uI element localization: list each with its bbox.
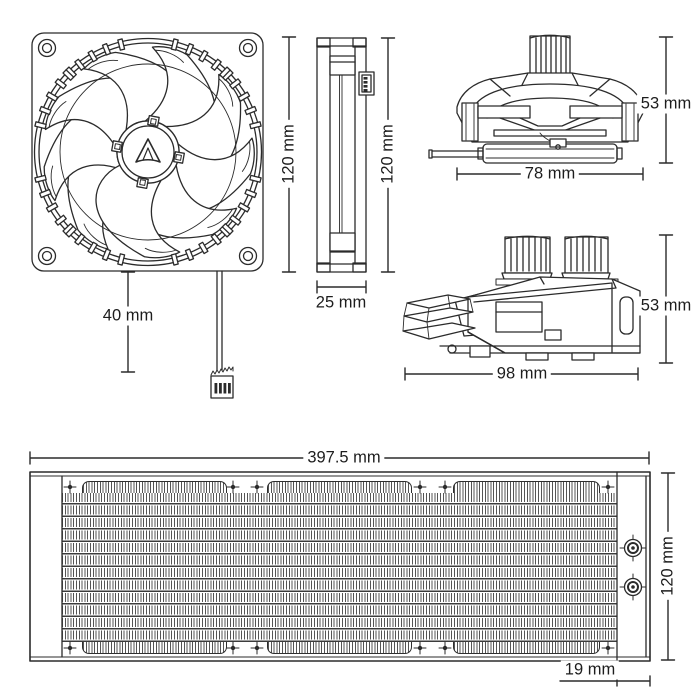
radiator-right-tank — [616, 471, 647, 662]
pump-side-tube — [428, 149, 484, 159]
fan-hub — [111, 115, 185, 189]
radiator-height-label: 120 mm — [658, 532, 678, 600]
radiator-port-fittings — [619, 534, 647, 601]
pump-front-height-label: 53 mm — [636, 94, 696, 114]
radiator-tank-width-label: 19 mm — [560, 660, 620, 680]
radiator-length-label: 397.5 mm — [303, 448, 385, 468]
radiator-fan-seat-bottom-3 — [453, 642, 600, 654]
dim-fan-side-depth — [316, 280, 367, 294]
pump-vrm-fins — [402, 294, 476, 340]
radiator-screw-marks — [63, 480, 615, 655]
radiator-fan-seat-top-3 — [453, 481, 600, 493]
blade-ring — [59, 63, 237, 241]
radiator-fan-seat-top-2 — [267, 481, 412, 493]
pump-front-view — [428, 34, 644, 164]
pump-side-view — [402, 235, 641, 361]
pump-side-height-label: 53 mm — [636, 296, 696, 316]
fan-side-height-label: 120 mm — [378, 120, 398, 188]
fan-side-connector-clip — [358, 71, 375, 96]
radiator-view — [29, 471, 651, 662]
pump-front-width-label: 78 mm — [520, 164, 580, 184]
pump-hose-fittings — [501, 235, 611, 280]
fan-cable — [210, 270, 234, 399]
fan-side-depth-label: 25 mm — [311, 293, 371, 313]
fan-side-view — [316, 37, 375, 273]
arctic-logo-icon — [135, 138, 161, 163]
pump-side-length-label: 98 mm — [492, 364, 552, 384]
fan-front-view — [23, 32, 273, 399]
radiator-fins — [62, 493, 617, 643]
radiator-fan-seat-bottom-2 — [267, 642, 412, 654]
fan-frame — [31, 32, 264, 272]
fan-mounting-holes — [37, 38, 258, 266]
fan-front-height-label: 120 mm — [279, 120, 299, 188]
fan-cable-length-label: 40 mm — [98, 306, 158, 326]
fan-rotor — [23, 32, 273, 279]
